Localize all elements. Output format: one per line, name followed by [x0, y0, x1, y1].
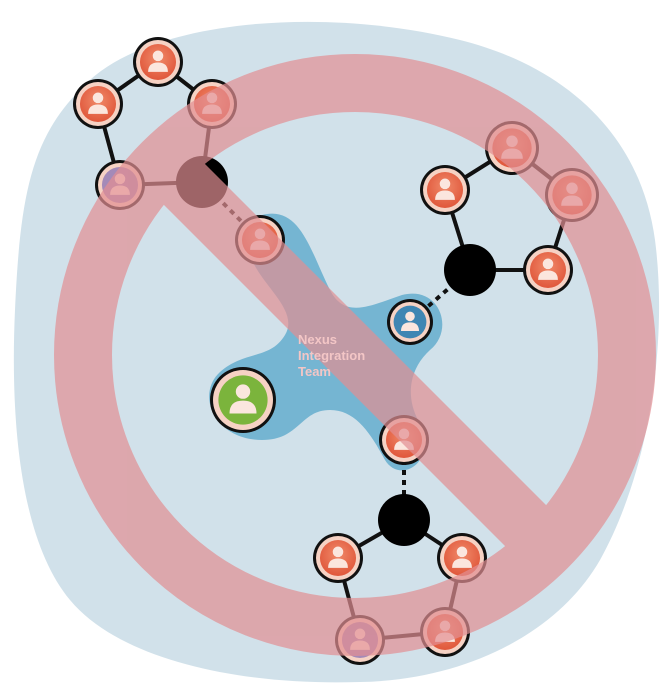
- person-icon: [148, 50, 168, 72]
- person-icon: [401, 311, 419, 331]
- person-icon: [435, 178, 455, 200]
- person-icon: [538, 258, 558, 280]
- person-icon: [328, 546, 348, 568]
- member-node-hub: [210, 367, 276, 433]
- person-icon: [88, 92, 108, 114]
- member-node-hub: [387, 299, 433, 345]
- hub-node-bottom: [378, 494, 430, 546]
- person-icon: [452, 546, 472, 568]
- member-node: [313, 533, 363, 583]
- prohibition-sign: [54, 54, 656, 656]
- person-icon: [229, 384, 257, 414]
- member-node: [523, 245, 573, 295]
- center-label-line-2: Integration: [298, 348, 365, 363]
- center-label-line-3: Team: [298, 364, 331, 379]
- center-label-line-1: Nexus: [298, 332, 337, 347]
- member-node: [73, 79, 123, 129]
- hub-node-right: [444, 244, 496, 296]
- member-node: [133, 37, 183, 87]
- member-node: [420, 165, 470, 215]
